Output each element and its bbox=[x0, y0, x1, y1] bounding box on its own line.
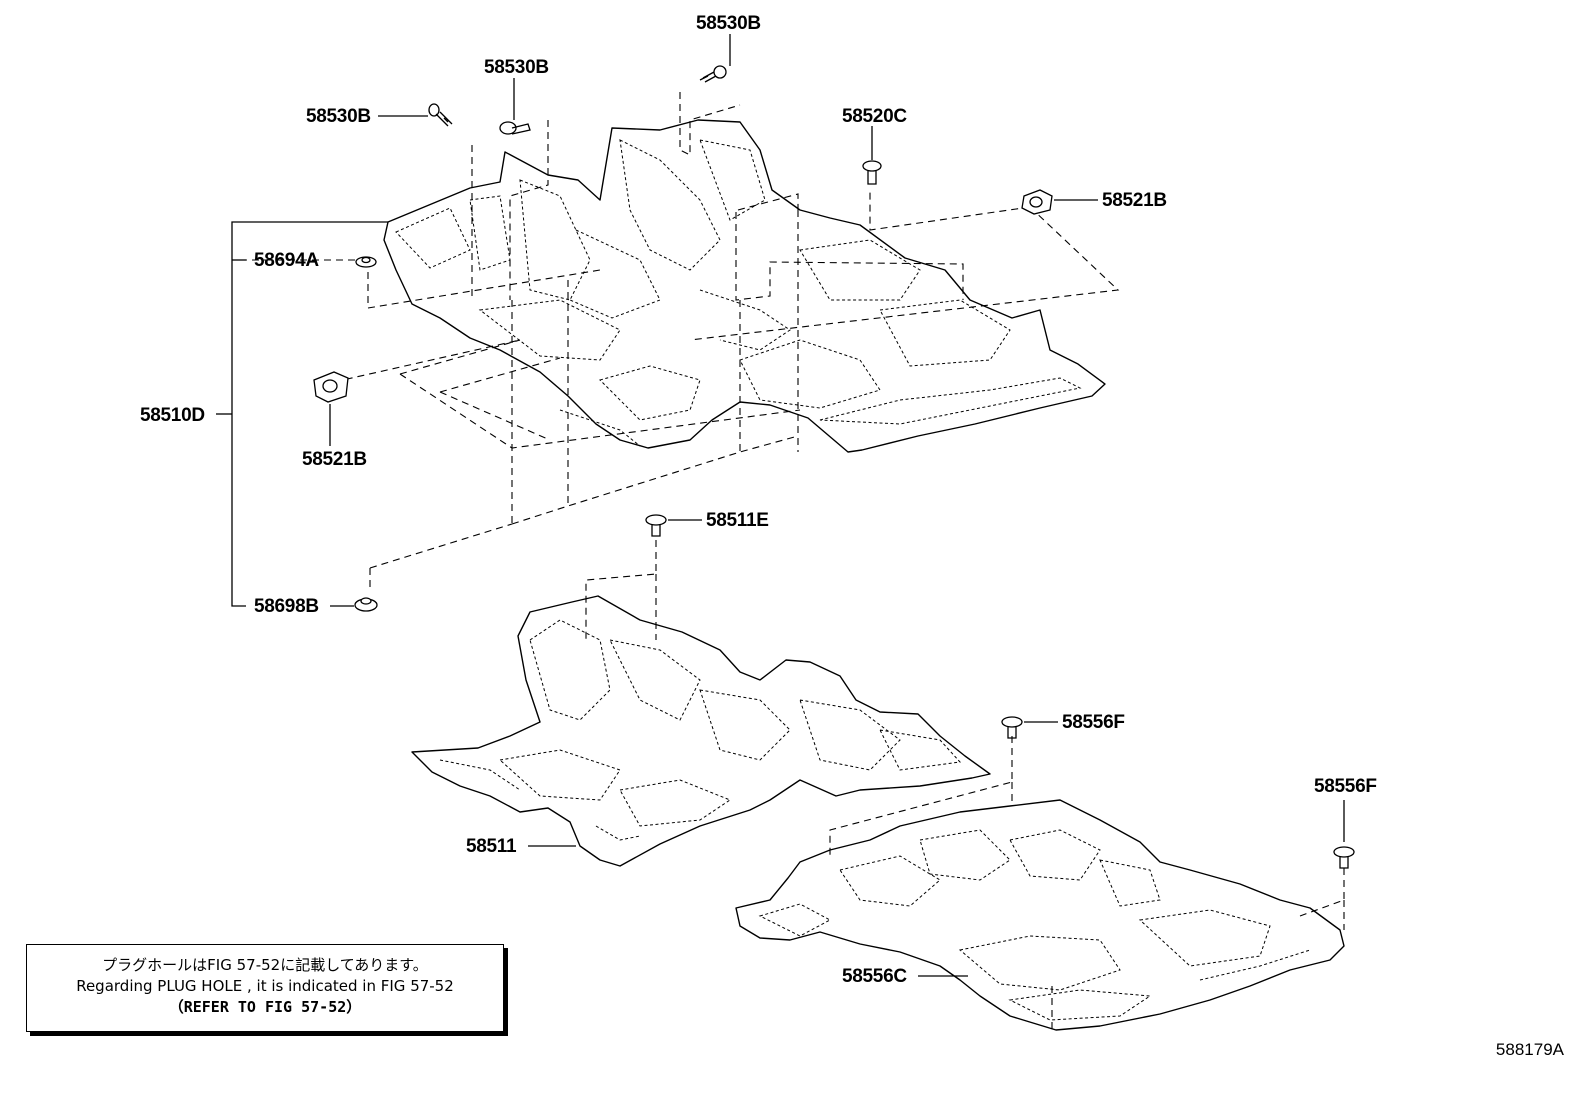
label-58511: 58511 bbox=[466, 836, 517, 857]
clip-58521b-left bbox=[313, 371, 349, 403]
carpet-58511-drawing bbox=[411, 595, 991, 867]
upper-dashed-frames bbox=[333, 92, 1120, 590]
carpet-assembly-58510d-drawing bbox=[383, 119, 1106, 453]
label-58510d: 58510D bbox=[140, 405, 205, 426]
clip-58556f-mid bbox=[1001, 716, 1023, 739]
label-58694a: 58694A bbox=[254, 250, 319, 271]
rear-dashed-frames bbox=[829, 736, 1345, 1032]
clip-58530b-mid bbox=[499, 121, 531, 135]
middle-leaders bbox=[528, 519, 702, 847]
carpet-58556c-drawing bbox=[735, 799, 1345, 1031]
upper-leaders bbox=[216, 34, 1098, 607]
note-english-text: Regarding PLUG HOLE , it is indicated in… bbox=[76, 977, 454, 995]
label-58521b-right: 58521B bbox=[1102, 190, 1167, 211]
clip-58530b-left bbox=[428, 103, 453, 127]
label-58511e: 58511E bbox=[706, 510, 769, 531]
plug-hole-note-box: プラグホールはFIG 57-52に記載してあります。 Regarding PLU… bbox=[26, 944, 504, 1032]
clip-58530b-top bbox=[699, 65, 727, 83]
label-58530b-top: 58530B bbox=[696, 13, 761, 34]
label-58530b-left: 58530B bbox=[306, 106, 371, 127]
label-58530b-mid: 58530B bbox=[484, 57, 549, 78]
label-58698b: 58698B bbox=[254, 596, 319, 617]
label-58521b-left: 58521B bbox=[302, 449, 367, 470]
note-japanese-text: プラグホールはFIG 57-52に記載してあります。 bbox=[102, 956, 428, 974]
label-58556f-mid: 58556F bbox=[1062, 712, 1125, 733]
clip-58511e bbox=[645, 514, 667, 537]
clip-58520c bbox=[862, 160, 882, 185]
middle-dashed-frames bbox=[585, 540, 657, 640]
rear-leaders bbox=[918, 721, 1345, 977]
upper-fasteners bbox=[313, 65, 1053, 612]
part-labels: 58530B 58530B 58530B 58520C 58521B 58694… bbox=[140, 13, 1377, 987]
clip-58698b bbox=[354, 597, 378, 612]
clip-58694a bbox=[355, 256, 377, 268]
label-58556c: 58556C bbox=[842, 966, 907, 987]
note-reference-text: （REFER TO FIG 57-52） bbox=[168, 998, 362, 1016]
clip-58556f-right bbox=[1333, 846, 1355, 869]
label-58520c: 58520C bbox=[842, 106, 907, 127]
clip-58521b-right bbox=[1021, 189, 1053, 215]
figure-number: 588179A bbox=[1495, 1040, 1564, 1059]
label-58556f-right: 58556F bbox=[1314, 776, 1377, 797]
